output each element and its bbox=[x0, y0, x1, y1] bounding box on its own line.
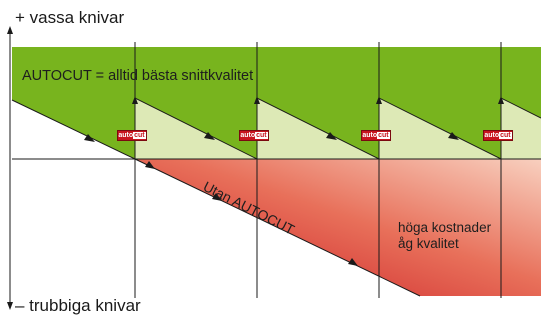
arrow-up-icon bbox=[376, 96, 382, 104]
autocut-badge-2: autocut bbox=[239, 130, 269, 141]
arrow-up-icon bbox=[498, 96, 504, 104]
arrow-down-icon bbox=[204, 132, 215, 140]
cost-line-2: åg kvalitet bbox=[398, 236, 459, 251]
autocut-caption: AUTOCUT = alltid bästa snittkvalitet bbox=[22, 68, 254, 84]
dull-knives-label: – trubbiga knivar bbox=[15, 296, 141, 315]
arrow-down-icon bbox=[348, 258, 358, 266]
autocut-badge-3: autocut bbox=[361, 130, 391, 141]
arrow-down-icon bbox=[145, 161, 155, 169]
utan-autocut-line bbox=[134, 158, 421, 297]
red-decline-region bbox=[135, 159, 541, 296]
y-axis-arrow-up bbox=[7, 26, 13, 34]
arrow-down-icon bbox=[84, 134, 95, 142]
arrow-up-icon bbox=[132, 96, 138, 104]
autocut-sawtooth-line bbox=[11, 97, 541, 160]
arrow-down-icon bbox=[212, 193, 222, 201]
arrow-down-icon bbox=[448, 132, 459, 140]
autocut-badge-4: autocut bbox=[483, 130, 513, 141]
sharp-knives-label: + vassa knivar bbox=[15, 8, 125, 27]
high-cost-caption: höga kostnader åg kvalitet bbox=[398, 220, 491, 252]
autocut-badge-1: autocut bbox=[117, 130, 147, 141]
arrow-down-icon bbox=[326, 132, 337, 140]
arrow-up-icon bbox=[254, 96, 260, 104]
y-axis-arrow-down bbox=[7, 302, 13, 310]
cost-line-1: höga kostnader bbox=[398, 220, 492, 235]
